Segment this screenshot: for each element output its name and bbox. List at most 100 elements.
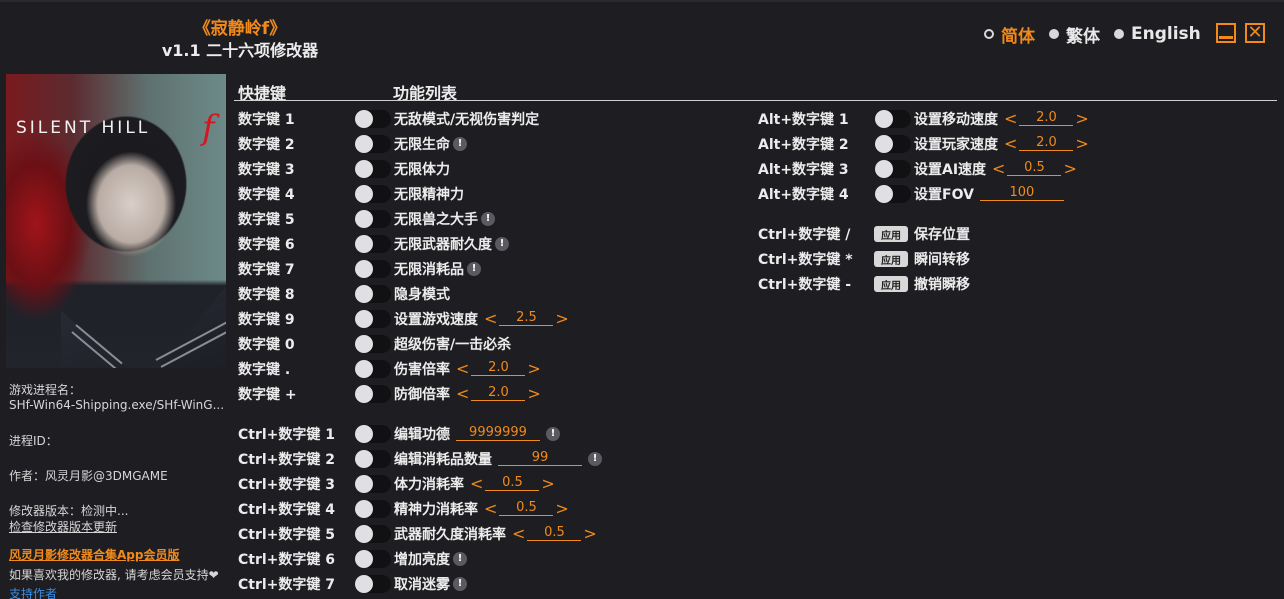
action-feature: 撤销瞬移 xyxy=(914,271,970,296)
cheat-row: 数字键 5 xyxy=(238,206,295,231)
cover-uniform xyxy=(61,286,226,368)
increase-arrow[interactable]: > xyxy=(1063,159,1077,178)
value-field[interactable]: 2.0 xyxy=(1019,111,1074,126)
minimize-button[interactable] xyxy=(1216,23,1236,43)
hotkey-label: 数字键 + xyxy=(238,386,297,403)
cheat-toggle[interactable] xyxy=(355,475,391,493)
cheat-feature: 武器耐久度消耗率 < 0.5 > xyxy=(394,521,599,546)
process-name-value: SHf-Win64-Shipping.exe/SHf-WinG... xyxy=(9,398,225,412)
decrease-arrow[interactable]: < xyxy=(1004,109,1018,128)
value-field[interactable]: 2.0 xyxy=(471,386,526,401)
feature-label: 设置移动速度 xyxy=(914,111,998,128)
decrease-arrow[interactable]: < xyxy=(1004,134,1018,153)
warning-icon[interactable]: ! xyxy=(467,261,481,276)
cheat-row: Ctrl+数字键 7 xyxy=(238,571,335,596)
cheat-row: Ctrl+数字键 6 xyxy=(238,546,335,571)
cheat-toggle[interactable] xyxy=(355,335,391,353)
cheat-toggle[interactable] xyxy=(875,110,911,128)
apply-button[interactable]: 应用 xyxy=(874,251,908,267)
increase-arrow[interactable]: > xyxy=(541,474,555,493)
value-field[interactable]: 2.5 xyxy=(499,311,554,326)
warning-icon[interactable]: ! xyxy=(481,211,495,226)
increase-arrow[interactable]: > xyxy=(555,309,569,328)
cheat-toggle[interactable] xyxy=(875,135,911,153)
action-feature: 瞬间转移 xyxy=(914,246,970,271)
cheat-toggle[interactable] xyxy=(355,360,391,378)
warning-icon[interactable]: ! xyxy=(495,236,509,251)
cheat-row: 数字键 6 xyxy=(238,231,295,256)
cheat-row: Alt+数字键 1 xyxy=(758,106,849,131)
cheat-toggle[interactable] xyxy=(355,425,391,443)
cheat-toggle[interactable] xyxy=(355,110,391,128)
increase-arrow[interactable]: > xyxy=(583,524,597,543)
cheat-toggle[interactable] xyxy=(355,550,391,568)
decrease-arrow[interactable]: < xyxy=(484,309,498,328)
radio-icon[interactable] xyxy=(1049,29,1059,39)
cheat-toggle[interactable] xyxy=(875,160,911,178)
decrease-arrow[interactable]: < xyxy=(484,499,498,518)
increase-arrow[interactable]: > xyxy=(527,384,541,403)
cover-logo-text: SILENT HILL xyxy=(16,118,151,138)
cheat-toggle[interactable] xyxy=(355,310,391,328)
decrease-arrow[interactable]: < xyxy=(470,474,484,493)
cheat-toggle[interactable] xyxy=(355,160,391,178)
cheat-toggle[interactable] xyxy=(355,450,391,468)
value-field[interactable]: 0.5 xyxy=(499,501,554,516)
check-update-link[interactable]: 检查修改器版本更新 xyxy=(9,520,118,534)
language-option-traditional[interactable]: 繁体 xyxy=(1049,22,1100,47)
increase-arrow[interactable]: > xyxy=(1075,134,1089,153)
hotkey-label: Ctrl+数字键 3 xyxy=(238,476,336,493)
cheat-toggle[interactable] xyxy=(355,575,391,593)
decrease-arrow[interactable]: < xyxy=(456,384,470,403)
value-input[interactable]: 100 xyxy=(979,186,1064,201)
decrease-arrow[interactable]: < xyxy=(456,359,470,378)
radio-icon[interactable] xyxy=(1114,29,1124,39)
language-option-english[interactable]: English xyxy=(1114,24,1201,44)
cheat-toggle[interactable] xyxy=(355,235,391,253)
cheat-feature: 隐身模式 xyxy=(394,281,450,306)
warning-icon[interactable]: ! xyxy=(453,551,467,566)
value-field[interactable]: 2.0 xyxy=(471,361,526,376)
cheat-toggle[interactable] xyxy=(355,135,391,153)
value-field[interactable]: 0.5 xyxy=(485,476,540,491)
cheat-toggle[interactable] xyxy=(355,285,391,303)
cheat-toggle[interactable] xyxy=(355,210,391,228)
hotkey-label: Ctrl+数字键 1 xyxy=(238,426,336,443)
cheat-toggle[interactable] xyxy=(355,525,391,543)
increase-arrow[interactable]: > xyxy=(1075,109,1089,128)
increase-arrow[interactable]: > xyxy=(527,359,541,378)
value-field[interactable]: 2.0 xyxy=(1019,136,1074,151)
hotkey-label: Ctrl+数字键 6 xyxy=(238,551,336,568)
cheat-feature: 设置AI速度 < 0.5 > xyxy=(914,156,1079,181)
value-input[interactable]: 99 xyxy=(498,451,582,466)
cheat-row: 数字键 2 xyxy=(238,131,295,156)
cheat-toggle[interactable] xyxy=(355,500,391,518)
cheat-feature: 编辑消耗品数量 99 ! xyxy=(394,446,602,471)
radio-selected-icon[interactable] xyxy=(984,29,994,39)
apply-button[interactable]: 应用 xyxy=(874,276,908,292)
app-member-link[interactable]: 风灵月影修改器合集App会员版 xyxy=(9,548,180,562)
language-option-simplified[interactable]: 简体 xyxy=(984,22,1035,47)
feature-label: 无限精神力 xyxy=(394,186,464,203)
warning-icon[interactable]: ! xyxy=(453,136,467,151)
cheat-toggle[interactable] xyxy=(355,385,391,403)
value-field[interactable]: 0.5 xyxy=(1007,161,1062,176)
cheat-toggle[interactable] xyxy=(875,185,911,203)
warning-icon[interactable]: ! xyxy=(546,426,560,441)
increase-arrow[interactable]: > xyxy=(555,499,569,518)
support-author-link[interactable]: 支持作者 xyxy=(9,587,58,599)
apply-button[interactable]: 应用 xyxy=(874,226,908,242)
value-field[interactable]: 0.5 xyxy=(527,526,582,541)
value-input[interactable]: 9999999 xyxy=(456,426,540,441)
cheat-toggle[interactable] xyxy=(355,260,391,278)
hotkey-label: 数字键 4 xyxy=(238,186,295,203)
close-button[interactable]: ✕ xyxy=(1245,23,1265,43)
warning-icon[interactable]: ! xyxy=(588,451,602,466)
decrease-arrow[interactable]: < xyxy=(512,524,526,543)
decrease-arrow[interactable]: < xyxy=(992,159,1006,178)
feature-label: 保存位置 xyxy=(914,226,970,243)
cheat-toggle[interactable] xyxy=(355,185,391,203)
cheat-feature: 超级伤害/一击必杀 xyxy=(394,331,511,356)
cheat-row: 数字键 0 xyxy=(238,331,295,356)
warning-icon[interactable]: ! xyxy=(453,576,467,591)
